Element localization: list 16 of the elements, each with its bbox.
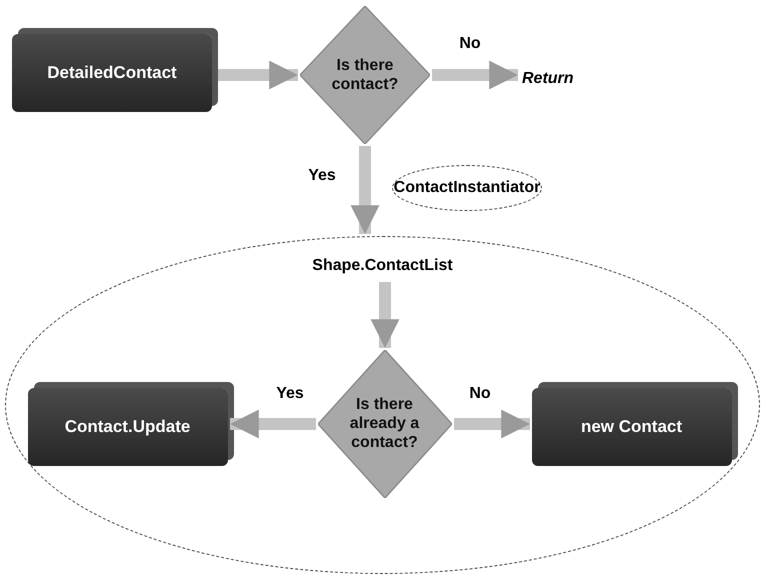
- process-box: new Contact: [532, 388, 732, 466]
- group-title: Shape.ContactList: [312, 257, 453, 274]
- decision-diamond: [300, 6, 430, 144]
- group-ellipse: [5, 236, 760, 574]
- arrow: [454, 410, 530, 438]
- arrow: [370, 282, 400, 348]
- arrow: [432, 60, 518, 90]
- dashed-ellipse: ContactInstantiator: [392, 165, 542, 211]
- arrow: [230, 410, 316, 438]
- decision-diamond: [318, 350, 452, 498]
- process-box: DetailedContact: [12, 34, 212, 112]
- decision-text: Is there already a contact?: [348, 394, 420, 452]
- arrow: [350, 146, 380, 234]
- process-box: Contact.Update: [28, 388, 228, 466]
- end-text: Return: [520, 68, 610, 94]
- decision-text: Is there contact?: [330, 56, 400, 94]
